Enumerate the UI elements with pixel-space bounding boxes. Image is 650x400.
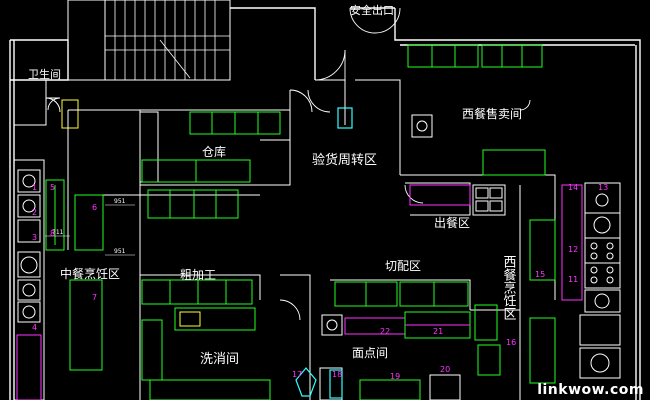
equip-number-20: 20 [440, 365, 450, 374]
equip-number-1: 1 [32, 183, 37, 192]
label-serving-area: 出餐区 [434, 215, 470, 230]
equip-number-6: 6 [92, 203, 97, 212]
door-swings [47, 7, 531, 321]
label-chinese-cooking: 中餐烹饪区 [60, 266, 120, 281]
label-restroom: 卫生间 [28, 67, 61, 81]
equip-number-18: 18 [332, 370, 342, 379]
equip-number-14: 14 [568, 183, 578, 192]
pillar [337, 107, 353, 129]
label-prep-area: 切配区 [385, 259, 421, 273]
dimension-marks [45, 204, 135, 256]
label-western-sales: 西餐售卖间 [462, 106, 522, 121]
equip-number-15: 15 [535, 270, 545, 279]
label-receiving-area: 验货周转区 [312, 152, 377, 168]
equip-number-12: 12 [568, 245, 578, 254]
dimension-label-2: 711 [52, 229, 64, 236]
equip-number-7: 7 [92, 293, 97, 302]
label-exit: 安全出口 [350, 3, 394, 17]
equip-number-4: 4 [32, 323, 37, 332]
equip-number-13: 13 [598, 183, 608, 192]
label-western-cooking: 西餐烹饪区 [501, 255, 517, 320]
prep-area-equipment [321, 281, 471, 339]
watermark: linkwow.com [537, 382, 644, 398]
label-dishwashing: 洗消间 [200, 352, 239, 367]
warehouse-equipment [139, 111, 281, 219]
label-rough-processing: 粗加工 [180, 268, 216, 282]
equip-number-19: 19 [390, 372, 400, 381]
equip-number-16: 16 [506, 338, 516, 347]
label-warehouse: 仓库 [202, 144, 226, 159]
pastry-equipment [319, 304, 501, 400]
dimension-label-1: 951 [114, 198, 126, 205]
left-equipment-column [13, 159, 104, 400]
equip-number-2: 2 [32, 208, 37, 217]
dimension-label-3: 951 [114, 248, 126, 255]
stairwell [67, 0, 231, 81]
equip-number-17: 17 [292, 370, 302, 379]
equip-number-22: 22 [380, 327, 390, 336]
western-cooking-equipment [529, 182, 621, 384]
serving-equipment [409, 184, 506, 216]
equip-number-11: 11 [568, 275, 578, 284]
western-sales-equipment [407, 44, 546, 176]
equip-number-8: 8 [50, 229, 55, 238]
equip-number-21: 21 [433, 327, 443, 336]
equip-number-5: 5 [50, 183, 55, 192]
rough-processing-equipment [141, 279, 271, 400]
label-pastry-room: 面点间 [352, 346, 388, 360]
floor-drain-fixture [295, 367, 343, 399]
equip-number-3: 3 [32, 233, 37, 242]
interior-walls [67, 79, 556, 400]
